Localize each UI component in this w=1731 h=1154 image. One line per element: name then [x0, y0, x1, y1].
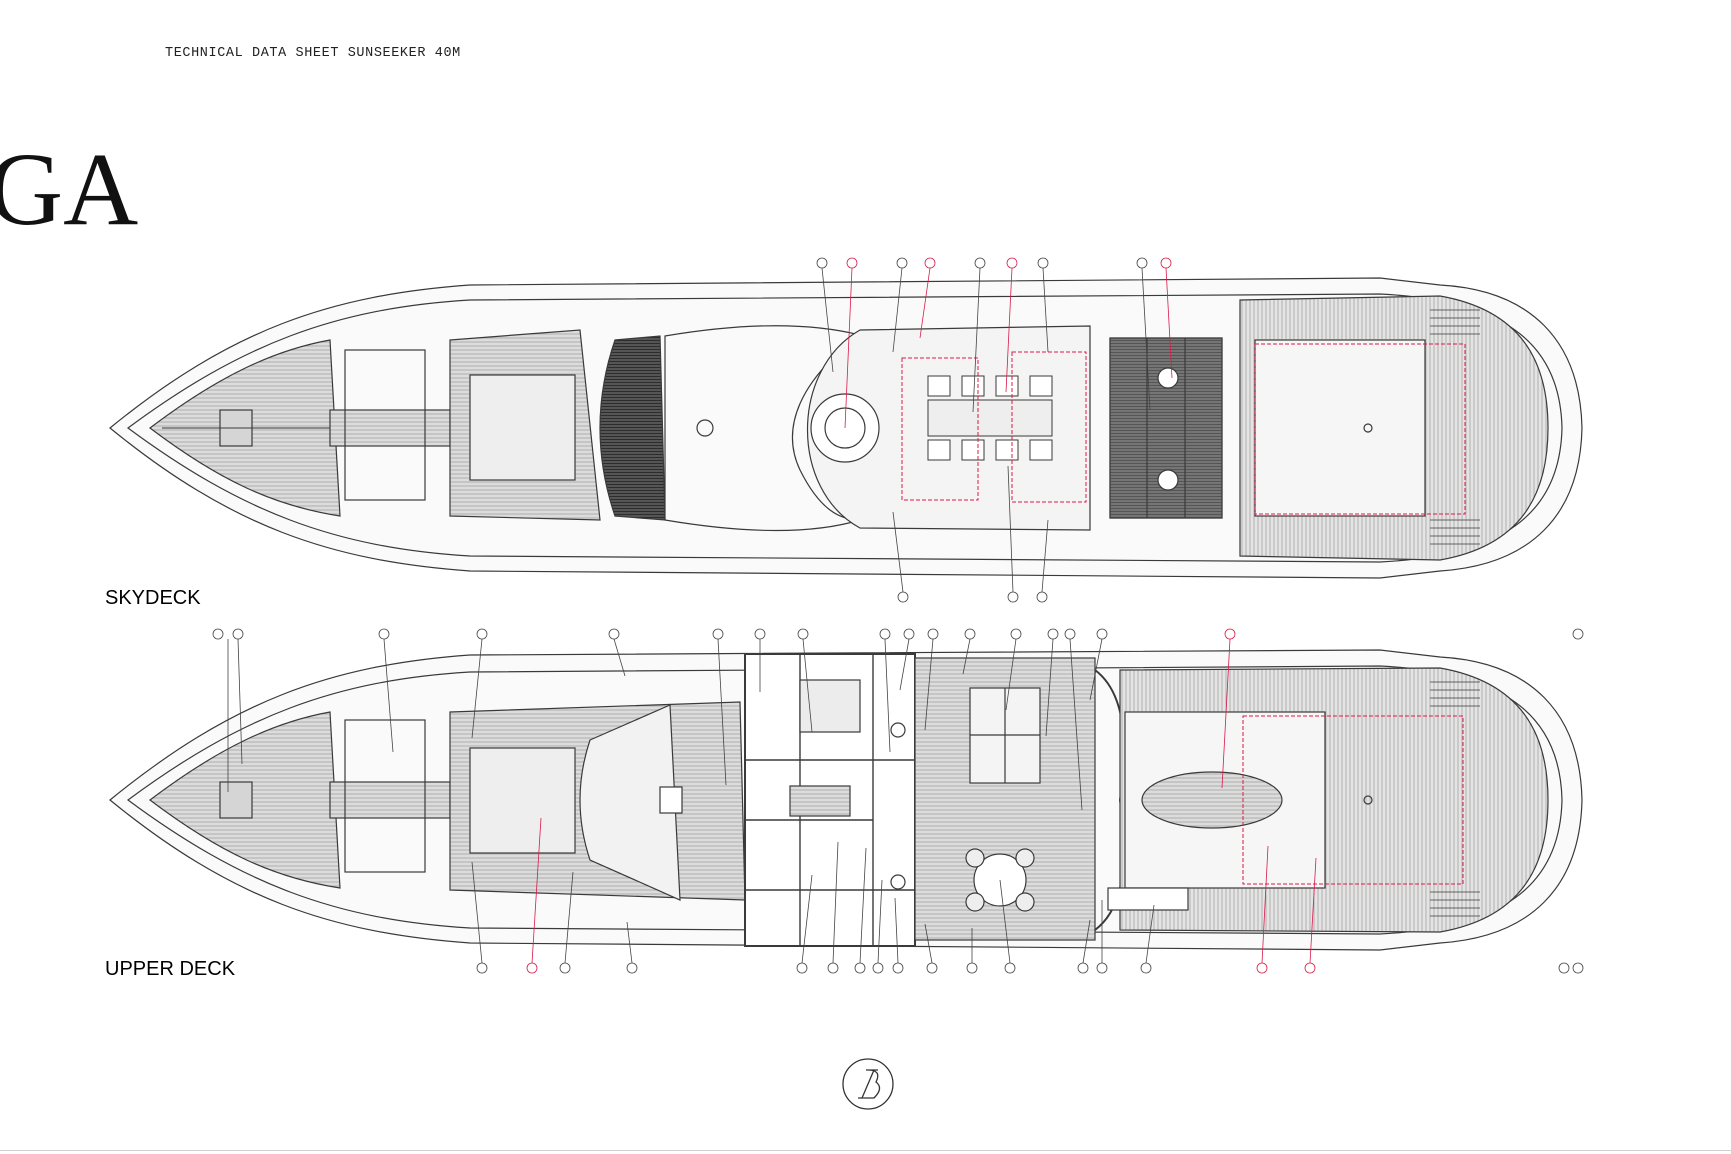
upper-deck-callouts-bottom — [471, 817, 1584, 974]
skydeck-callouts-bottom — [892, 465, 1049, 603]
upper-deck-cabin-bed — [799, 679, 861, 733]
skydeck-label: SKYDECK — [105, 587, 201, 609]
upper-deck-plan — [109, 649, 1583, 951]
upper-deck-special-marker-3 — [1572, 962, 1584, 974]
page-header-title: TECHNICAL DATA SHEET SUNSEEKER 40M — [165, 46, 461, 61]
upper-deck-helm-seating — [579, 704, 681, 901]
upper-deck-aft-dining-table — [1141, 771, 1283, 829]
skydeck-aft-mast — [1363, 423, 1373, 433]
upper-deck-helm-chair — [659, 786, 683, 814]
upper-deck-aft-mast — [1363, 795, 1373, 805]
brand-monogram-icon — [842, 1058, 894, 1110]
skydeck-windscreen — [599, 335, 666, 521]
upper-deck-special-marker-1 — [1572, 628, 1584, 640]
skydeck-sunbed-grid — [1109, 337, 1223, 519]
skydeck-plan — [109, 277, 1583, 579]
cover-title-fragment: GA — [0, 132, 139, 247]
page-bottom-divider — [0, 1150, 1731, 1151]
upper-deck-special-marker-2 — [1558, 962, 1570, 974]
skydeck-radar — [696, 419, 714, 437]
skydeck-callouts-top — [816, 257, 1173, 429]
upper-deck-callouts-top — [212, 628, 1584, 811]
upper-deck-label: UPPER DECK — [105, 958, 236, 980]
